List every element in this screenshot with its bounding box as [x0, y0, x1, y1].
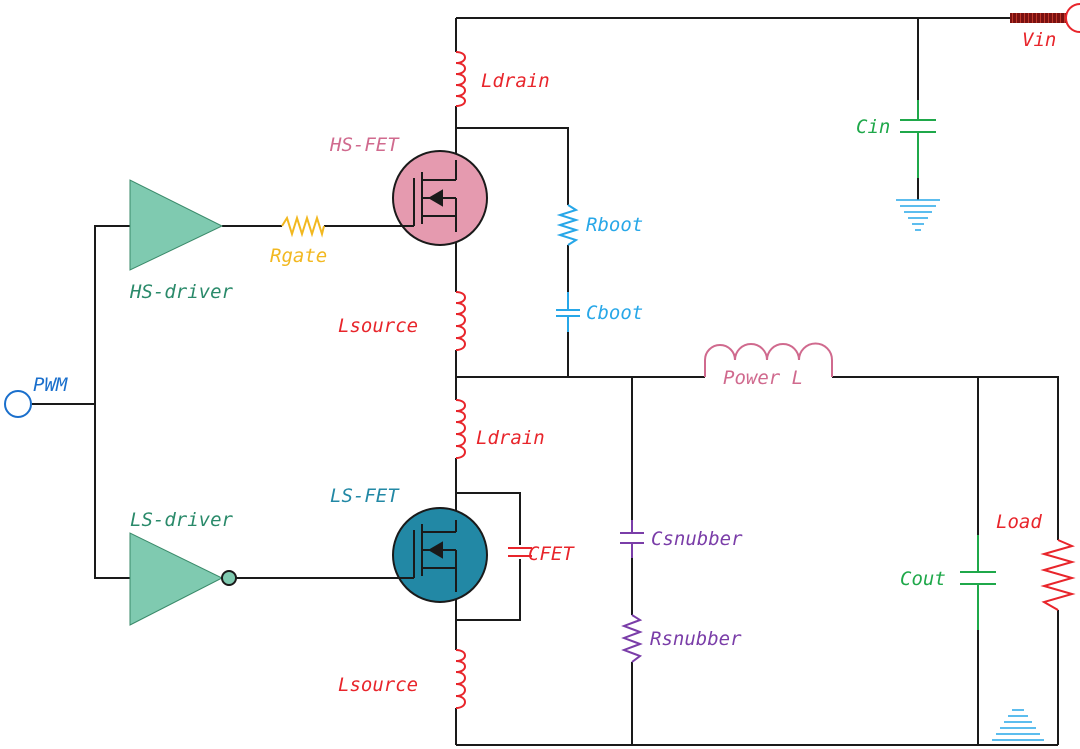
lsource-ls-label: Lsource	[338, 674, 418, 696]
lsource-hs-inductor	[455, 291, 466, 351]
cin-capacitor	[900, 100, 936, 178]
rboot-resistor	[556, 204, 580, 246]
pwm-label: PWM	[33, 374, 68, 396]
cfet-wire	[456, 492, 521, 545]
output-rail-wire	[832, 376, 1059, 540]
csnubber-capacitor	[620, 520, 644, 558]
power-l-label: Power L	[723, 367, 803, 389]
rboot-label: Rboot	[586, 214, 643, 236]
ls-fet-symbol	[385, 520, 457, 592]
inverter-bubble-icon	[221, 570, 237, 586]
output-ground-icon	[992, 709, 1044, 741]
ldrain-hs-label: Ldrain	[481, 70, 550, 92]
load-label: Load	[996, 511, 1042, 533]
hs-driver-label: HS-driver	[129, 281, 234, 303]
cfet-capacitor	[508, 547, 532, 557]
boot-wire-top	[456, 127, 569, 205]
pwm-terminal	[4, 390, 32, 418]
hs-fet-label: HS-FET	[329, 134, 400, 156]
ldrain-hs-inductor	[455, 51, 466, 107]
cout-label: Cout	[900, 568, 946, 590]
load-resistor	[1040, 539, 1076, 611]
cin-ground-icon	[896, 199, 940, 231]
cout-capacitor	[960, 535, 996, 630]
rgate-resistor	[281, 214, 325, 238]
lsource-hs-label: Lsource	[338, 315, 418, 337]
csnubber-label: Csnubber	[651, 528, 743, 550]
power-inductor	[704, 342, 833, 377]
cfet-label: CFET	[528, 543, 575, 565]
rsnubber-resistor	[621, 614, 643, 663]
ls-driver-symbol	[129, 532, 224, 626]
vin-label: Vin	[1022, 29, 1056, 51]
hs-fet-symbol	[385, 160, 457, 232]
cin-label: Cin	[856, 116, 890, 138]
hs-driver-symbol	[129, 179, 224, 271]
ldrain-ls-label: Ldrain	[476, 427, 545, 449]
rsnubber-label: Rsnubber	[650, 628, 742, 650]
cfet-wire-lower	[456, 559, 521, 621]
vin-terminal	[1065, 3, 1080, 33]
vin-terminal-bar	[1010, 13, 1066, 23]
cboot-label: Cboot	[586, 302, 643, 324]
cboot-capacitor	[556, 292, 580, 332]
ldrain-ls-inductor	[455, 399, 466, 459]
rgate-label: Rgate	[270, 245, 327, 267]
driver-split-wire	[94, 225, 130, 579]
lsource-ls-inductor	[455, 649, 466, 709]
ls-driver-label: LS-driver	[130, 509, 234, 531]
ls-fet-label: LS-FET	[330, 485, 400, 507]
wires	[32, 17, 1059, 746]
